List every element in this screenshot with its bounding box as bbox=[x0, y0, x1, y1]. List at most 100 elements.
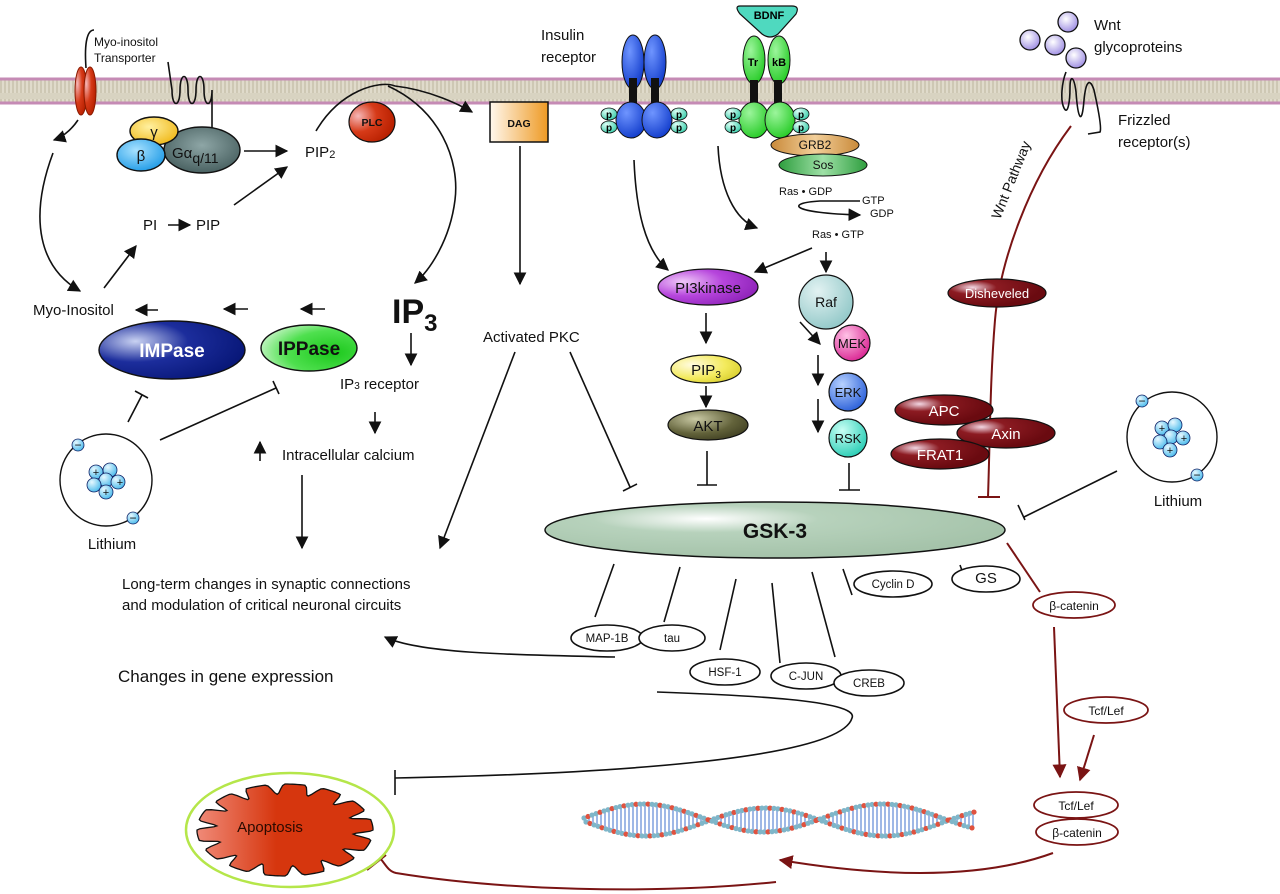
svg-text:+: + bbox=[103, 487, 109, 499]
svg-text:Tr: Tr bbox=[748, 57, 759, 69]
dna-inhibits-apoptosis-line bbox=[379, 857, 777, 891]
erk-label: ERK bbox=[835, 385, 862, 400]
svg-text:kB: kB bbox=[772, 57, 786, 69]
plc-label: PLC bbox=[362, 117, 383, 129]
pi3kinase-label: PI3kinase bbox=[675, 280, 741, 297]
svg-text:p: p bbox=[606, 110, 612, 121]
loop-to-myo-inositol-arrow bbox=[39, 152, 82, 292]
plc-enzyme bbox=[348, 101, 396, 143]
beta-catenin-complex-label: β-catenin bbox=[1052, 826, 1102, 840]
substrate-label: Cyclin D bbox=[872, 579, 915, 591]
svg-text:+: + bbox=[1181, 433, 1187, 445]
apoptosis-cell bbox=[184, 771, 396, 889]
tcf-lef-complex-label: Tcf/Lef bbox=[1058, 799, 1094, 813]
gene-expression-label: Changes in gene expression bbox=[118, 667, 333, 686]
svg-text:p: p bbox=[730, 123, 736, 134]
wnt-glycoproteins bbox=[1019, 11, 1087, 69]
mek-kinase bbox=[833, 324, 871, 362]
lithium-inhibits-impase bbox=[127, 394, 143, 423]
grb2-label: GRB2 bbox=[799, 138, 832, 152]
ippase-enzyme bbox=[260, 324, 358, 372]
frat1-label: FRAT1 bbox=[917, 447, 963, 464]
substrate-label: MAP-1B bbox=[586, 633, 629, 645]
ip3-label: IP3 bbox=[392, 293, 437, 337]
pip-to-pip2-arrow bbox=[233, 166, 289, 206]
lithium-nucleus-icon: + + + bbox=[86, 462, 126, 500]
inhibit-bar bbox=[622, 483, 638, 492]
electron-icon bbox=[1190, 468, 1204, 482]
pip-label: PIP bbox=[196, 217, 220, 234]
activated-pkc-label: Activated PKC bbox=[483, 329, 580, 346]
axin-protein bbox=[956, 417, 1056, 449]
svg-text:p: p bbox=[730, 110, 736, 121]
gtp-label: GTP bbox=[862, 195, 885, 207]
substrate-node bbox=[638, 624, 706, 652]
tcf-lef-label: Tcf/Lef bbox=[1088, 704, 1124, 718]
tcf-lef-complex bbox=[1033, 791, 1119, 819]
beta-label: β bbox=[137, 148, 146, 165]
trkb-to-ras-arrow bbox=[717, 145, 759, 231]
substrate-label: C-JUN bbox=[789, 671, 824, 683]
dag-label: DAG bbox=[507, 118, 530, 130]
intracellular-calcium-label: Intracellular calcium bbox=[282, 447, 415, 464]
apc-protein bbox=[894, 394, 994, 426]
beta-catenin-complex bbox=[1035, 818, 1119, 846]
gene-expression-curve bbox=[394, 691, 853, 779]
akt-kinase bbox=[667, 409, 749, 441]
substrate-node bbox=[833, 669, 905, 697]
gsk3-beta-catenin-link bbox=[1006, 542, 1041, 593]
substrates-to-longterm-arrow bbox=[383, 636, 616, 658]
svg-text:p: p bbox=[798, 110, 804, 121]
svg-text:+: + bbox=[117, 477, 123, 489]
substrate-node bbox=[853, 570, 933, 598]
myo-inositol-label: Myo-Inositol bbox=[33, 302, 114, 319]
substrate-node bbox=[689, 658, 761, 686]
lithium-inhibits-gsk3 bbox=[1023, 470, 1118, 518]
impase-label: IMPase bbox=[139, 341, 204, 362]
transporter-out-arrow bbox=[52, 119, 79, 143]
bdnf-ligand: BDNF bbox=[736, 5, 798, 38]
svg-text:+: + bbox=[93, 467, 99, 479]
ippase-label: IPPase bbox=[278, 339, 340, 360]
pi-label: PI bbox=[143, 217, 157, 234]
tcf-to-complex-arrow bbox=[1077, 734, 1095, 782]
substrate-node bbox=[951, 565, 1021, 593]
pkc-to-longterm-arrow bbox=[438, 351, 516, 550]
lithium-atom-left: + + + − − bbox=[59, 433, 153, 527]
substrate-label: tau bbox=[664, 633, 680, 645]
gpcr-receptor bbox=[167, 61, 213, 130]
inhibit-bar bbox=[134, 390, 149, 399]
svg-text:+: + bbox=[1167, 445, 1173, 457]
inhibit-bar bbox=[1017, 504, 1026, 521]
phospho-groups-trkb: p p p p bbox=[724, 107, 810, 134]
svg-text:−: − bbox=[1193, 468, 1200, 482]
svg-text:p: p bbox=[676, 123, 682, 134]
disheveled-label: Disheveled bbox=[965, 286, 1029, 301]
insulin-receptor bbox=[615, 34, 673, 139]
ras-to-pi3k-arrow bbox=[753, 247, 813, 274]
g-protein-complex: γ β Gαq/11 bbox=[116, 116, 241, 174]
electron-icon bbox=[71, 438, 85, 452]
beta-catenin-to-nucleus-arrow bbox=[1052, 626, 1067, 779]
akt-label: AKT bbox=[693, 418, 722, 435]
pip2-to-ip3-arrow bbox=[387, 85, 457, 284]
pip2-to-dag-arrow bbox=[315, 83, 474, 132]
impase-enzyme bbox=[98, 320, 246, 380]
apc-label: APC bbox=[929, 403, 960, 420]
pip3-label: PIP3 bbox=[691, 362, 721, 381]
pkc-inhibits-gsk3 bbox=[569, 351, 631, 488]
sos-protein bbox=[778, 153, 868, 177]
svg-text:BDNF: BDNF bbox=[754, 10, 785, 22]
erk-kinase bbox=[828, 372, 868, 412]
raf-kinase bbox=[798, 274, 854, 330]
gamma-label: γ bbox=[150, 124, 158, 141]
long-term-changes-line2: and modulation of critical neuronal circ… bbox=[122, 597, 401, 614]
svg-text:−: − bbox=[1138, 394, 1145, 408]
beta-catenin-node bbox=[1032, 591, 1116, 619]
phospho-groups-insulin: p p p p bbox=[600, 107, 688, 134]
lithium-right-label: Lithium bbox=[1154, 493, 1202, 510]
svg-text:+: + bbox=[1159, 423, 1165, 435]
